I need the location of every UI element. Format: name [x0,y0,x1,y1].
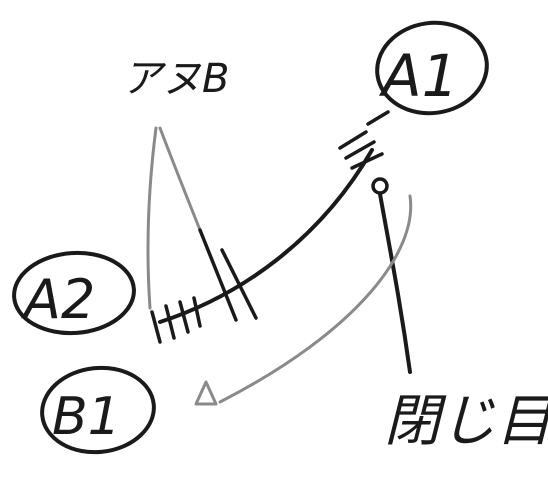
tick-marks-a1-end [338,110,390,170]
label-a1: A1 [378,42,459,110]
marker-triangle-b1 [194,380,218,406]
label-b1-group: B1 [40,365,156,455]
label-b1-circle [40,365,156,455]
note-leader-line-right [158,126,202,232]
pointer-line-to-note [378,192,412,374]
note-leader-line-left [146,126,158,310]
top-note: アヌB [122,56,229,102]
label-a2: A2 [21,268,95,331]
bottom-note: 閉じ目 [384,389,548,454]
curve-to-b1 [218,194,413,404]
tick-marks-a2-end [150,296,202,344]
label-a2-circle [12,250,136,336]
label-a2-group: A2 [12,250,136,336]
label-a1-circle [375,20,489,116]
marker-circle-a1 [371,177,389,195]
curve-a2-a1 [158,148,374,324]
label-b1: B1 [52,387,121,447]
label-a1-group: A1 [375,20,489,116]
cross-marks-middle [198,228,258,322]
